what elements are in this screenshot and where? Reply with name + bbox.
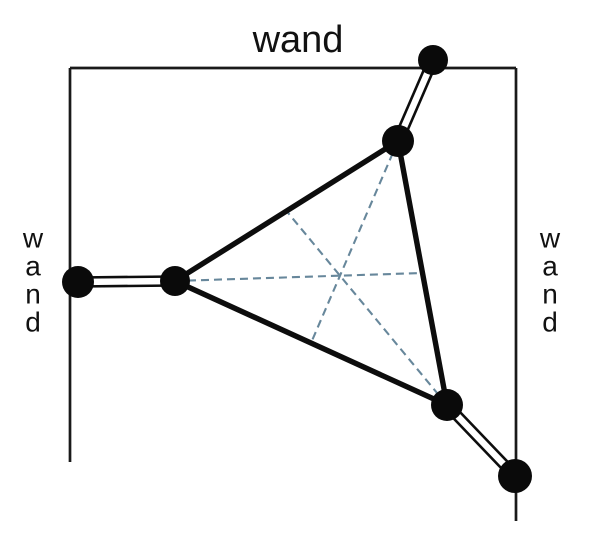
right-wall-label-letter: a — [542, 251, 558, 282]
double-bond-line — [77, 275, 175, 279]
right-wall-label-letter: d — [542, 307, 558, 338]
right-wall-label-letter: n — [542, 279, 558, 310]
vertex-bottom-right — [431, 389, 463, 421]
left-wall-label-letter: n — [25, 279, 41, 310]
left-wall-label-letter: a — [25, 251, 41, 282]
median-dashed-line — [174, 271, 423, 283]
vertex-left — [160, 266, 190, 296]
left-wall-label-letter: d — [25, 307, 41, 338]
double-bond-line — [78, 284, 176, 288]
triangle-edge — [172, 278, 450, 408]
vertex-top — [382, 125, 414, 157]
node-bottom-right — [498, 459, 532, 493]
triangle-edge — [172, 138, 401, 284]
node-top-right — [418, 45, 448, 75]
top-wall-label: wand — [252, 19, 344, 61]
right-wall-label-letter: w — [539, 223, 561, 254]
median-dashed-line — [285, 210, 448, 406]
left-wall-label-letter: w — [22, 223, 44, 254]
median-dashed-line — [310, 140, 399, 344]
node-left — [62, 266, 94, 298]
triangle-edge — [395, 138, 450, 408]
